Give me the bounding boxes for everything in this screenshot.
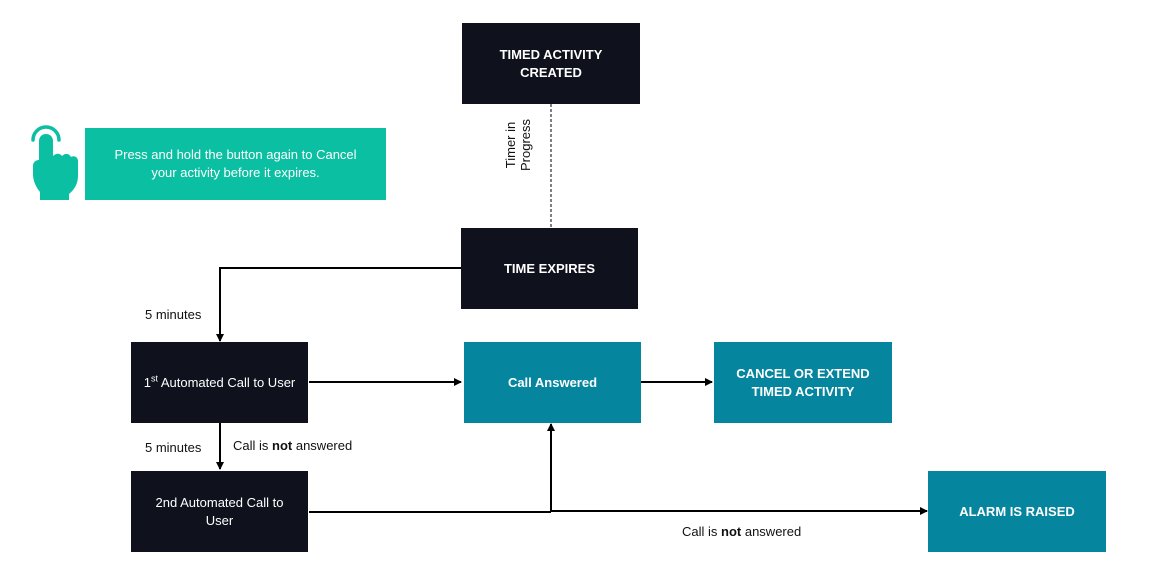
second-automated-call-node: 2nd Automated Call to User: [131, 471, 308, 552]
node-label: ALARM IS RAISED: [959, 503, 1075, 519]
five-minutes-label-2: 5 minutes: [145, 440, 202, 455]
node-label: TIMED ACTIVITY CREATED: [499, 46, 603, 80]
five-minutes-label-1: 5 minutes: [145, 307, 202, 322]
call-not-answered-label-1: Call is not answered: [233, 438, 353, 453]
call-answered-node: Call Answered: [464, 342, 641, 423]
first-automated-call-node: 1st Automated Call to User: [131, 342, 308, 423]
timed-activity-created-node: TIMED ACTIVITY CREATED: [462, 23, 640, 104]
node-label: 1st Automated Call to User: [143, 373, 296, 390]
arrow-expires-to-first-call: [216, 267, 461, 342]
node-label: Call Answered: [507, 374, 598, 390]
cancel-or-extend-node: CANCEL OR EXTEND TIMED ACTIVITY: [714, 342, 892, 423]
call-not-answered-label-2: Call is not answered: [682, 524, 802, 539]
cancel-instruction-callout: Press and hold the button again to Cance…: [85, 128, 386, 200]
node-label: TIME EXPIRES: [503, 260, 596, 276]
hand-pointer-icon: [31, 125, 78, 200]
callout-text: Press and hold the button again to Cance…: [114, 147, 357, 180]
timer-in-progress-label: Timer in Progress: [503, 118, 533, 172]
node-label: 2nd Automated Call to User: [155, 494, 284, 528]
node-label: CANCEL OR EXTEND TIMED ACTIVITY: [736, 365, 870, 399]
time-expires-node: TIME EXPIRES: [461, 228, 638, 309]
alarm-raised-node: ALARM IS RAISED: [928, 471, 1106, 552]
